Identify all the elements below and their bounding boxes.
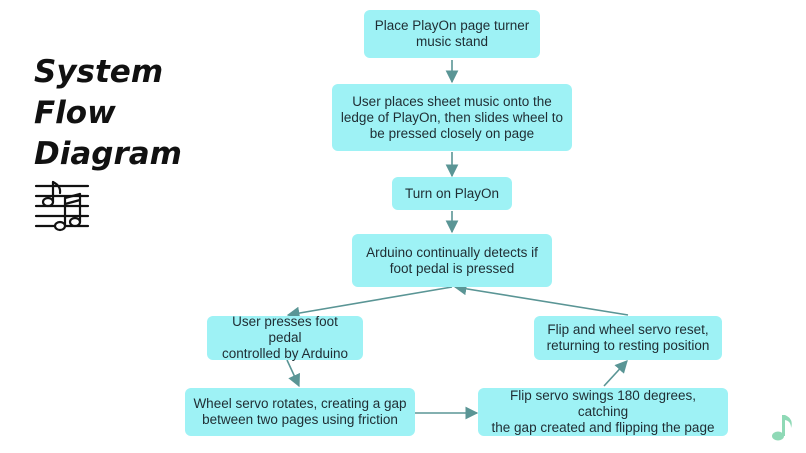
title-line-2: Flow — [34, 95, 116, 131]
music-staff-icon — [34, 180, 90, 232]
diagram-title: System Flow Diagram — [34, 52, 182, 175]
title-line-3: Diagram — [34, 136, 182, 172]
node-reset: Flip and wheel servo reset, returning to… — [534, 316, 722, 360]
arrow-detect-to-press — [286, 286, 453, 320]
node-detect-pedal: Arduino continually detects if foot peda… — [352, 234, 552, 287]
music-note-icon — [772, 415, 792, 441]
arrow-press-to-wheel — [286, 359, 300, 388]
arrow-flip-to-reset — [603, 360, 628, 387]
title-line-1: System — [34, 54, 164, 90]
node-flip-servo: Flip servo swings 180 degrees, catching … — [478, 388, 728, 436]
node-press-pedal: User presses foot pedal controlled by Ar… — [207, 314, 363, 361]
node-wheel-servo: Wheel servo rotates, creating a gap betw… — [185, 388, 415, 436]
node-place-turner: Place PlayOn page turner music stand — [364, 10, 540, 58]
arrow-reset-to-detect — [453, 282, 629, 316]
node-turn-on: Turn on PlayOn — [392, 177, 512, 210]
node-place-music: User places sheet music onto the ledge o… — [332, 84, 572, 151]
